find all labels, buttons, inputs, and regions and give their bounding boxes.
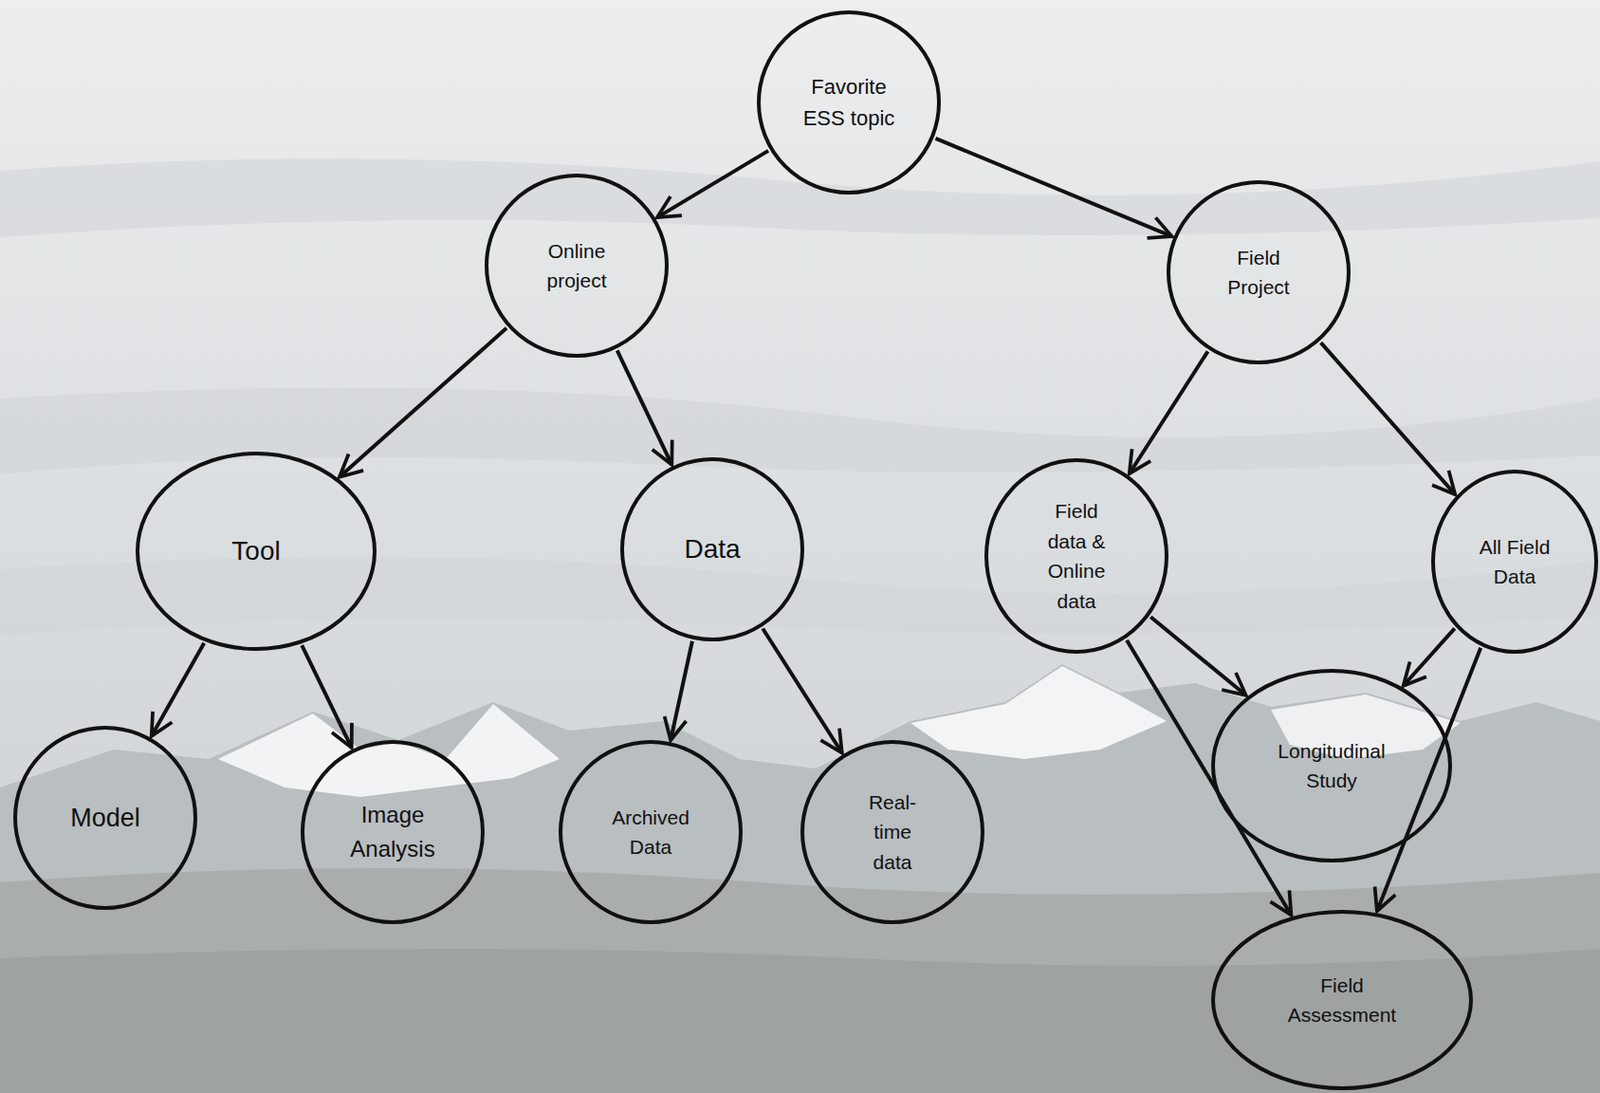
topic-circle: Longitudinal Study	[1211, 668, 1453, 863]
arrow-connector	[301, 644, 351, 748]
node-label: Tool	[231, 531, 280, 571]
topic-circle: Tool	[135, 451, 377, 651]
node-label: Data	[683, 529, 740, 570]
circle-outline	[558, 739, 743, 924]
topic-circle: All Field Data	[1431, 469, 1599, 654]
topic-circle: Favorite ESS topic	[756, 10, 941, 195]
circle-outline	[756, 10, 941, 195]
circle-outline	[984, 458, 1169, 654]
arrow-connector	[670, 641, 693, 741]
node-label: Field Assessment	[1270, 970, 1414, 1030]
arrow-connector	[617, 349, 673, 464]
node-label: Online project	[524, 236, 629, 296]
topic-circle: Field Project	[1166, 180, 1351, 365]
topic-circle: Model	[13, 725, 198, 910]
node-label: Image Analysis	[335, 797, 450, 866]
arrow-connector	[1129, 350, 1209, 474]
arrow-connector	[657, 150, 769, 218]
arrow-connector	[151, 643, 204, 736]
circle-outline	[1166, 180, 1351, 365]
arrow-connector	[1126, 640, 1291, 916]
node-label: Archived Data	[593, 802, 708, 863]
topic-circle: Real-time data	[800, 739, 985, 924]
node-label: Favorite ESS topic	[791, 71, 906, 134]
circle-outline	[300, 739, 485, 924]
node-label: Real-time data	[859, 787, 926, 878]
circle-outline	[1211, 909, 1473, 1090]
node-label: Longitudinal Study	[1260, 735, 1403, 796]
node-label: All Field Data	[1467, 532, 1563, 592]
circle-outline	[484, 173, 669, 358]
topic-circle: Image Analysis	[300, 739, 485, 924]
topic-circle: Data	[620, 457, 805, 642]
arrow-connector	[762, 627, 843, 753]
node-label: Model	[70, 798, 141, 838]
circle-outline	[1431, 469, 1599, 654]
arrow-connector	[1321, 342, 1456, 495]
node-label: Field Project	[1206, 242, 1311, 303]
arrow-connector	[935, 138, 1172, 237]
topic-circle: Field data & Online data	[984, 458, 1169, 654]
node-label: Field data & Online data	[1037, 496, 1116, 616]
topic-circle: Online project	[484, 173, 669, 358]
arrow-connector	[339, 328, 507, 478]
arrow-connector	[1150, 616, 1246, 695]
arrow-connector	[1377, 647, 1481, 912]
arrow-connector	[1403, 627, 1455, 685]
topic-circle: Archived Data	[558, 739, 743, 924]
topic-circle: Field Assessment	[1211, 909, 1473, 1090]
circle-outline	[1211, 668, 1453, 863]
